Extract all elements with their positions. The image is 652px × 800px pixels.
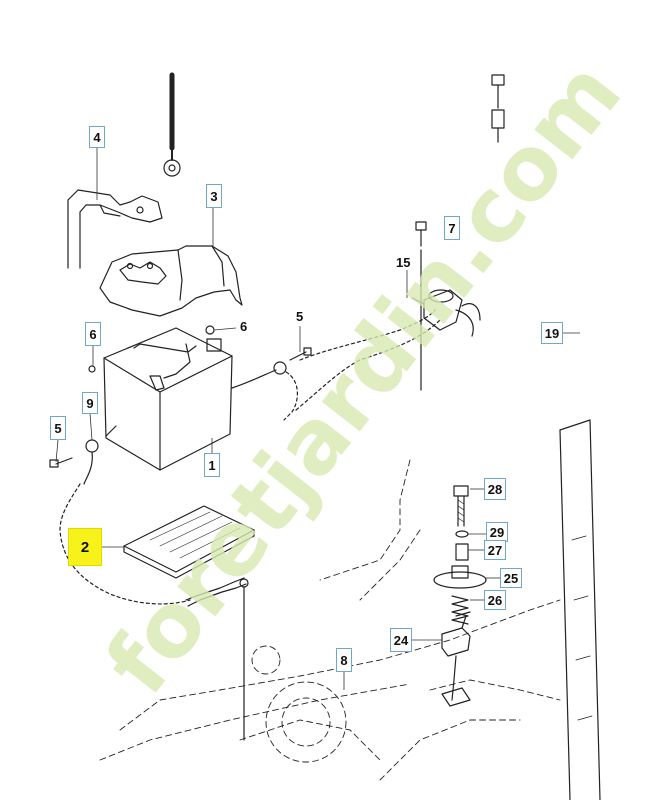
screw-7	[415, 221, 427, 391]
callout-6-left[interactable]: 6	[85, 322, 101, 346]
positive-cable	[231, 309, 441, 421]
callout-24[interactable]: 24	[390, 628, 412, 652]
spring-26	[451, 595, 469, 625]
callout-8[interactable]: 8	[336, 648, 352, 672]
switch-24	[441, 611, 471, 707]
nut-6-left	[88, 365, 96, 373]
frame-right	[559, 419, 601, 800]
frame-dashed-outline	[99, 459, 561, 781]
callout-6-right[interactable]: 6	[240, 319, 248, 334]
leader-lines	[55, 148, 580, 690]
callout-25[interactable]: 25	[500, 568, 522, 588]
callout-26[interactable]: 26	[484, 590, 506, 610]
battery-cable-top	[163, 72, 181, 177]
bolt-28	[453, 485, 469, 527]
callout-2-highlighted[interactable]: 2	[68, 528, 102, 566]
callout-19[interactable]: 19	[541, 322, 563, 344]
callout-3[interactable]: 3	[206, 184, 222, 208]
callout-28[interactable]: 28	[484, 478, 506, 500]
washer-29	[455, 530, 469, 538]
battery-tray	[123, 505, 255, 579]
callout-7[interactable]: 7	[444, 216, 460, 240]
plate-25	[433, 565, 487, 589]
solenoid	[411, 289, 481, 337]
nut-6	[205, 325, 215, 335]
callout-15[interactable]: 15	[396, 255, 411, 270]
bolt-right	[289, 347, 312, 361]
ground-cable-left	[59, 425, 191, 605]
bolt-left	[49, 457, 73, 468]
spacer-27	[455, 543, 469, 561]
callout-4[interactable]: 4	[89, 126, 105, 148]
callout-1[interactable]: 1	[204, 453, 220, 477]
callout-29[interactable]: 29	[486, 522, 508, 542]
callout-27[interactable]: 27	[484, 540, 506, 560]
callout-5-right[interactable]: 5	[296, 309, 304, 324]
battery-bracket	[67, 189, 163, 269]
battery-cover	[99, 245, 243, 317]
battery-box	[103, 327, 233, 471]
ground-strap	[185, 577, 249, 741]
callout-9[interactable]: 9	[82, 392, 98, 414]
callout-5-left[interactable]: 5	[50, 416, 66, 440]
connector-top-right	[491, 74, 505, 143]
